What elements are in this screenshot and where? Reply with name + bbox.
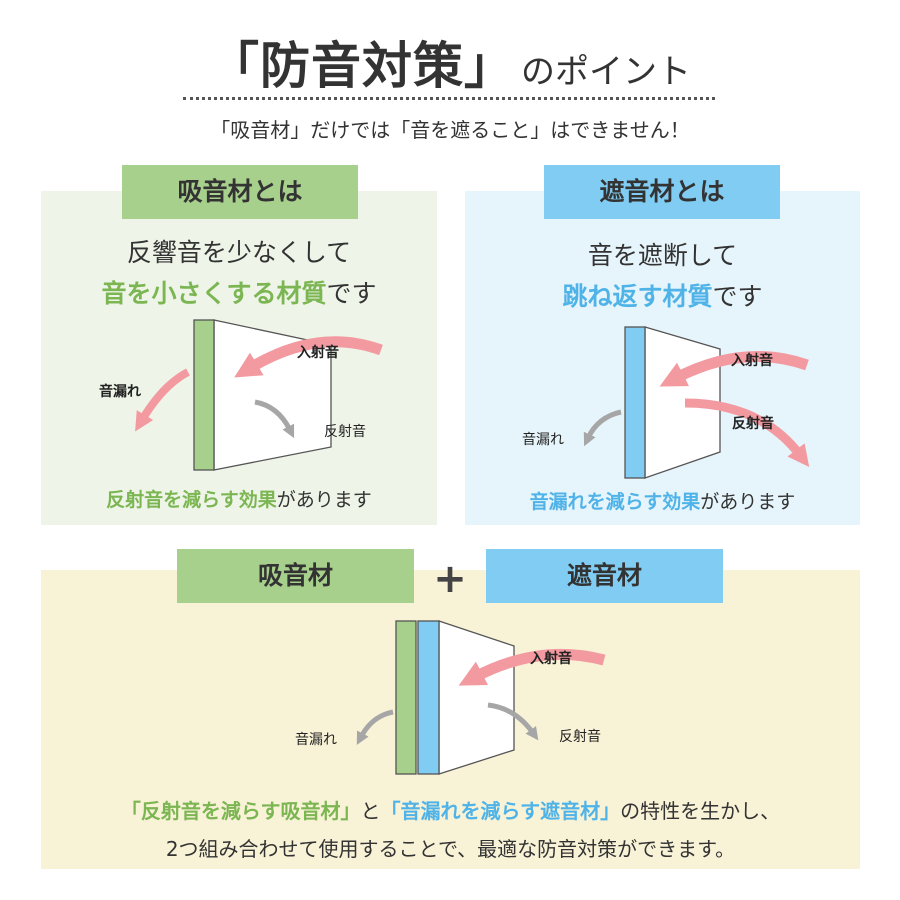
insulator-line1: 音を遮断して bbox=[587, 241, 738, 270]
insulator-leak-arrow bbox=[583, 409, 622, 447]
insulator-effect-rest: があります bbox=[700, 491, 796, 513]
insulator-line2-rest: です bbox=[712, 282, 763, 311]
combo-label-incident: 入射音 bbox=[530, 650, 572, 667]
combo-summary-mid: と bbox=[360, 799, 381, 823]
combo-insulator-layer bbox=[417, 620, 440, 775]
insulator-line2: 跳ね返す材質です bbox=[465, 277, 860, 313]
combo-tab-absorber: 吸音材 bbox=[177, 549, 414, 603]
page-title: 「防音対策」のポイント bbox=[0, 26, 900, 98]
title-sub: のポイント bbox=[521, 52, 691, 92]
combo-tab-insulator: 遮音材 bbox=[486, 549, 723, 603]
combo-diagram: 入射音 音漏れ 反射音 bbox=[295, 620, 606, 775]
absorber-effect: 反射音を減らす効果があります bbox=[41, 485, 437, 512]
combo-summary-rest1: の特性を生かし、 bbox=[620, 799, 781, 823]
absorber-tab: 吸音材とは bbox=[122, 165, 358, 219]
combo-summary-line2: 2つ組み合わせて使用することで、最適な防音対策ができます。 bbox=[165, 837, 736, 861]
combo-summary-line1: 「反射音を減らす吸音材」と「音漏れを減らす遮音材」の特性を生かし、 bbox=[41, 795, 860, 824]
absorber-label-leak: 音漏れ bbox=[99, 383, 141, 400]
insulator-reflect-arrow bbox=[684, 398, 810, 467]
combo-summary-hl1: 「反射音を減らす吸音材」 bbox=[120, 799, 361, 823]
insulator-line2-highlight: 跳ね返す材質 bbox=[562, 282, 713, 311]
insulator-diagram: 入射音 反射音 音漏れ bbox=[522, 326, 810, 479]
insulator-tab: 遮音材とは bbox=[544, 165, 780, 219]
absorber-label-reflect: 反射音 bbox=[324, 423, 366, 440]
title-dotted-rule bbox=[183, 97, 715, 100]
combo-absorber-layer bbox=[395, 620, 417, 775]
absorber-incident-arrow bbox=[234, 336, 383, 378]
title-main: 「防音対策」 bbox=[209, 37, 515, 95]
insulator-label-reflect: 反射音 bbox=[732, 415, 774, 432]
absorber-effect-rest: があります bbox=[276, 489, 372, 511]
absorber-line1: 反響音を少なくして bbox=[126, 238, 352, 267]
insulator-material-layer bbox=[624, 326, 646, 479]
subtitle: 「吸音材」だけでは「音を遮ること」はできません！ bbox=[210, 118, 690, 142]
combo-label-leak: 音漏れ bbox=[295, 731, 337, 748]
combo-incident-arrow bbox=[458, 648, 606, 686]
absorber-reflect-arrow bbox=[254, 399, 295, 439]
insulator-label-incident: 入射音 bbox=[731, 352, 773, 369]
insulator-effect-highlight: 音漏れを減らす効果 bbox=[529, 491, 701, 513]
combo-summary-hl2: 「音漏れを減らす遮音材」 bbox=[380, 799, 621, 823]
combo-leak-arrow bbox=[356, 709, 394, 746]
absorber-leak-arrow bbox=[135, 368, 190, 432]
absorber-label-incident: 入射音 bbox=[297, 344, 339, 361]
combo-reflect-arrow bbox=[487, 702, 539, 741]
combo-label-reflect: 反射音 bbox=[559, 728, 601, 745]
plus-sign: + bbox=[433, 556, 467, 602]
absorber-line2: 音を小さくする材質です bbox=[41, 274, 437, 310]
absorber-diagram: 入射音 音漏れ 反射音 bbox=[99, 319, 383, 471]
insulator-label-leak: 音漏れ bbox=[522, 431, 564, 448]
absorber-line2-highlight: 音を小さくする材質 bbox=[101, 279, 327, 308]
absorber-line2-rest: です bbox=[326, 279, 377, 308]
absorber-material-layer bbox=[193, 319, 215, 471]
absorber-effect-highlight: 反射音を減らす効果 bbox=[106, 489, 277, 511]
combo-panel-face bbox=[438, 620, 515, 775]
insulator-effect: 音漏れを減らす効果があります bbox=[465, 487, 860, 514]
insulator-incident-arrow bbox=[659, 351, 809, 387]
